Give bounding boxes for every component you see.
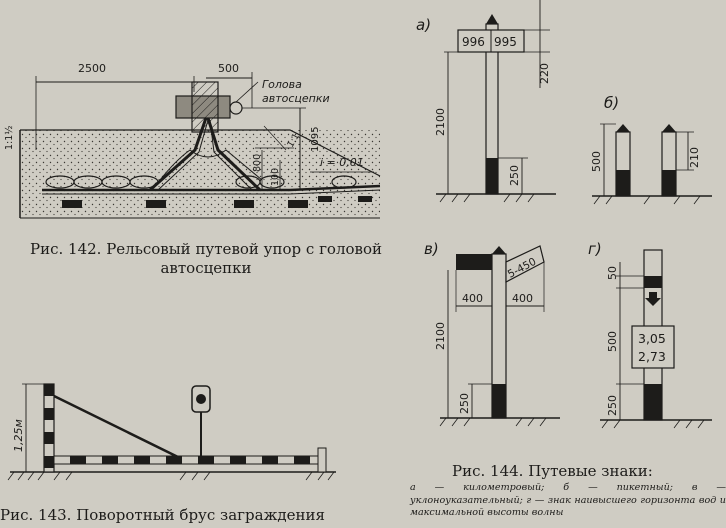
fig144b-label: б) [604,94,619,112]
fig142-slope-left: 1:1½ [4,126,15,151]
fig144v-label: в) [424,240,439,258]
fig144-panel-a: а) 996 995 2100 220 250 [416,0,556,203]
fig142-drawing: 2500 500 Голова автосцепки 1095 800 100 … [4,62,381,219]
fig144g-dim-50: 50 [606,266,619,280]
fig142-label-head-2: автосцепки [262,92,330,105]
fig144v-dim-2100: 2100 [434,322,447,350]
fig143-height-label: 1,25м [12,419,25,452]
fig142-label-head: Голова [262,78,302,91]
fig144g-val-top: 3,05 [638,331,666,346]
fig144g-dim-500: 500 [606,331,619,352]
fig142-dim-500: 500 [218,62,239,75]
fig144-panel-b: б) 500 210 [590,94,712,205]
fig144v-left-wing [456,254,492,270]
fig144b-dim-500: 500 [590,151,603,172]
fig143-caption: Рис. 143. Поворотный брус заграждения [0,506,325,524]
fig144b-dim-210: 210 [688,147,701,168]
fig144-panel-g: г) 3,05 2,73 50 500 250 [588,240,712,429]
fig144g-label: г) [588,240,602,258]
fig143-beam-stripes [70,456,310,464]
fig144a-plate-right: 995 [494,35,517,49]
fig144g-dim-250: 250 [606,395,619,416]
fig144v-dim-250: 250 [458,393,471,414]
fig144v-dim-400-right: 400 [512,292,533,305]
fig144a-plate-left: 996 [462,35,485,49]
fig144-subcaption: а — километровый; б — пикетный; в — укло… [410,482,726,518]
fig144a-dim-2100: 2100 [434,108,447,136]
fig142-dim-800: 800 [252,154,263,172]
fig142-caption: Рис. 142. Рельсовый путевой упор с голов… [30,240,382,277]
fig142-grade: i = 0,01 [320,156,364,169]
fig144-caption: Рис. 144. Путевые знаки: [452,462,653,480]
fig144-panel-v: в) 5-450 400 400 2100 250 [424,240,560,427]
fig143-drawing: 1,25м [7,383,336,481]
fig142-dim-100: 100 [270,168,281,186]
fig142-dim-1095: 1095 [310,127,321,152]
fig142-dim-2500: 2500 [78,62,106,75]
fig144a-dim-250: 250 [508,165,521,186]
fig144a-label: а) [416,16,431,34]
fig144v-dim-400-left: 400 [462,292,483,305]
fig144g-val-bottom: 2,73 [638,349,666,364]
fig144a-dim-220: 220 [538,63,551,84]
fig144g-value-plate [631,325,675,369]
fig142-ties [62,196,372,208]
